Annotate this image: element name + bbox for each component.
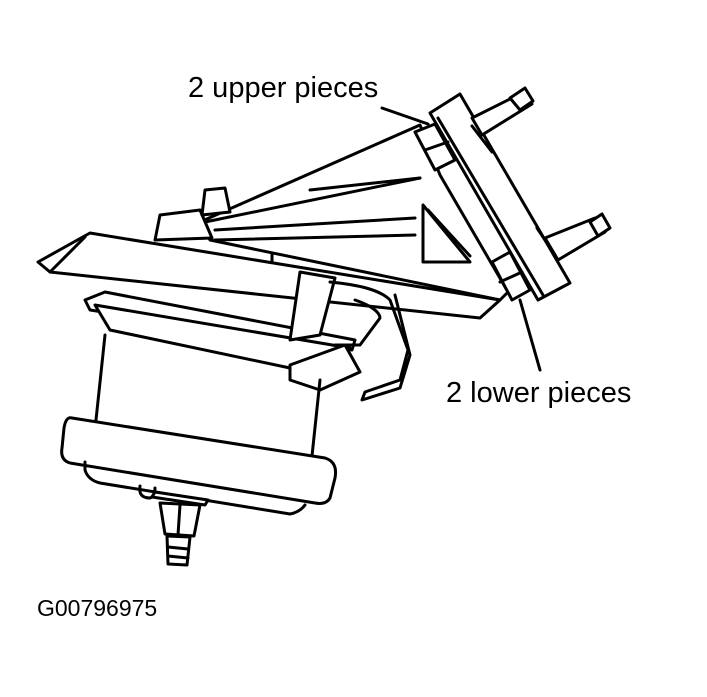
lower-pieces-callout: 2 lower pieces xyxy=(446,377,632,409)
bottom-stud xyxy=(150,490,210,567)
rubber-ring xyxy=(60,416,337,516)
bracket-plate xyxy=(413,86,612,302)
bracket-arm xyxy=(198,123,510,302)
lower-leader-line xyxy=(518,298,542,372)
mount-cylinder xyxy=(94,333,322,458)
upper-leader-line xyxy=(380,106,430,126)
upper-pieces-callout: 2 upper pieces xyxy=(188,72,379,104)
hose-clip xyxy=(328,280,412,402)
figure-code: G00796975 xyxy=(37,595,158,621)
